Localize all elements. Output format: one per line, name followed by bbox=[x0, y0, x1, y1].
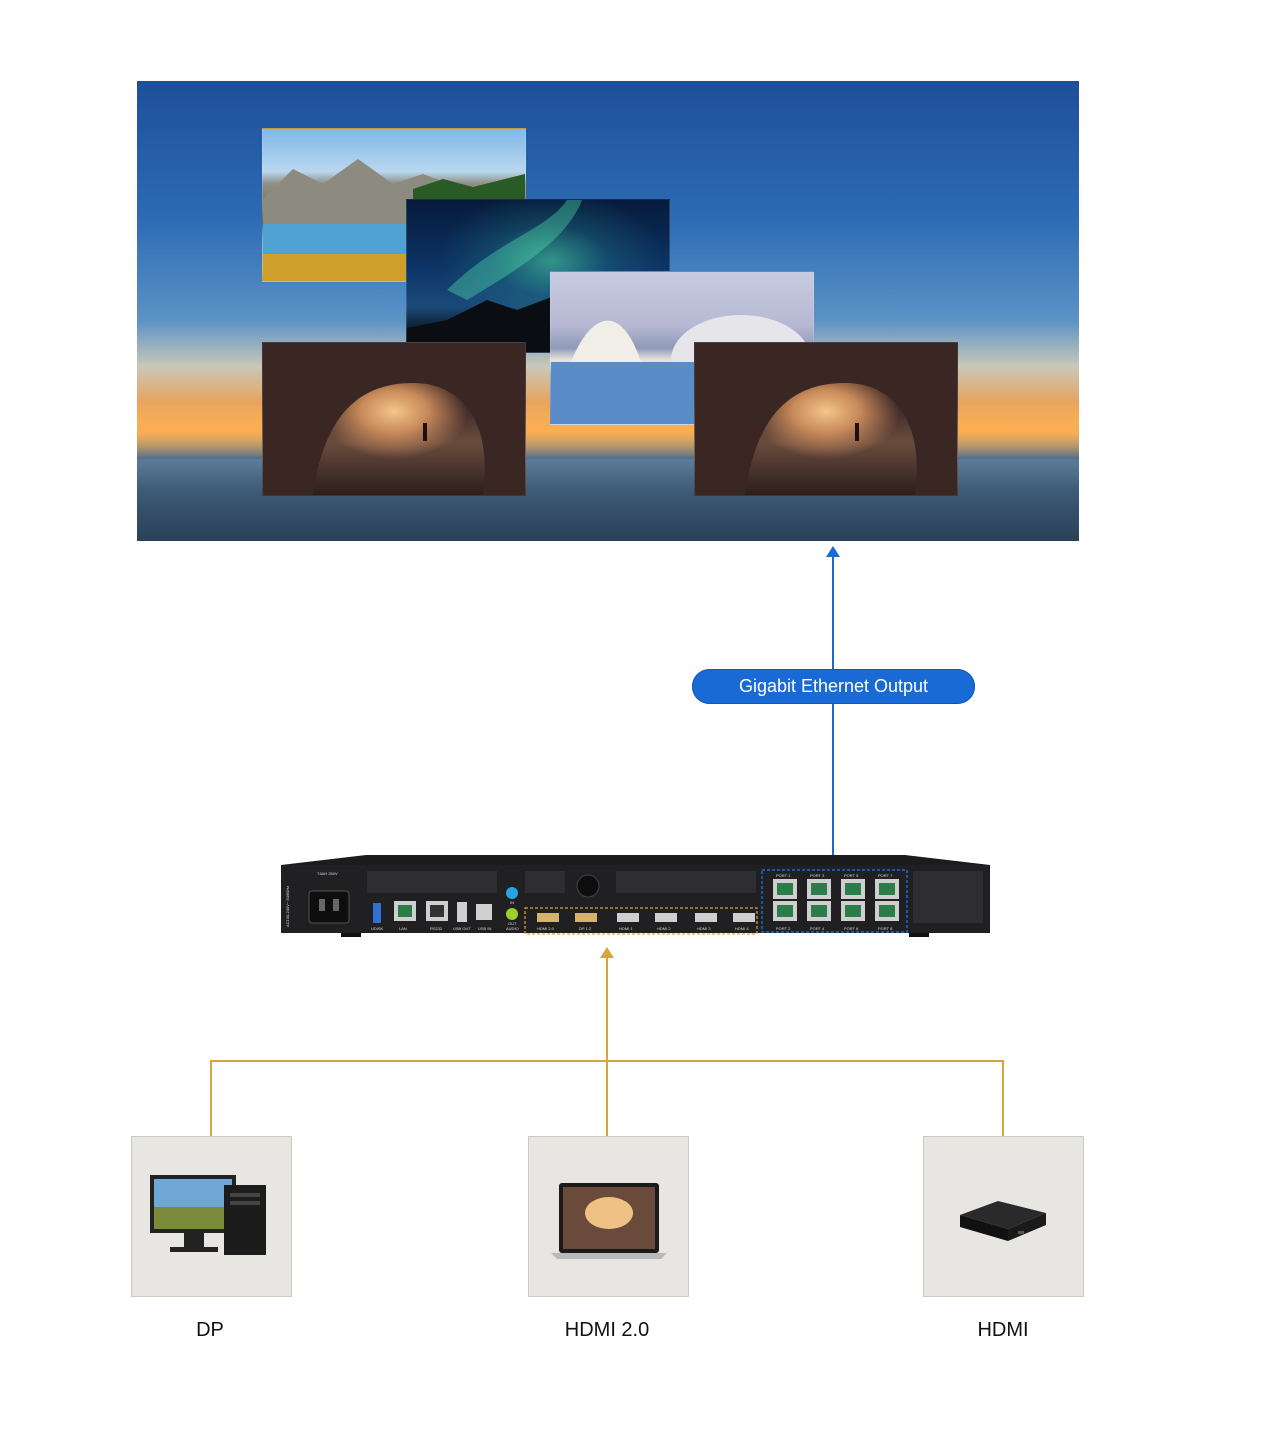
source-label-hdmi20: HDMI 2.0 bbox=[564, 1319, 650, 1341]
laptop-icon bbox=[551, 1183, 667, 1259]
port-3-label: PORT 3 bbox=[810, 873, 825, 878]
source-label-dp: DP bbox=[196, 1319, 224, 1341]
source-dp-box bbox=[131, 1136, 292, 1297]
input-hdmi4-label: HDMI 4 bbox=[735, 926, 749, 931]
port-5-label: PORT 5 bbox=[844, 873, 859, 878]
window-rock-arch-right bbox=[694, 342, 958, 496]
input-hdmi1-label: HDMI 1 bbox=[619, 926, 633, 931]
input-hdmi2-label: HDMI 2 bbox=[657, 926, 671, 931]
port-6-label: PORT 6 bbox=[844, 926, 859, 931]
input-hdmi20-label: HDMI 2.0 bbox=[537, 926, 555, 931]
voltage-label: AC100-240V~ 50/60Hz bbox=[285, 886, 290, 927]
usb-out-label: USB OUT bbox=[453, 926, 471, 931]
audio-out-label: OUT bbox=[508, 921, 517, 926]
input-dp12-label: DP 1.2 bbox=[579, 926, 592, 931]
audio-in-label: IN bbox=[510, 900, 514, 905]
input-branch-dp bbox=[210, 1060, 212, 1136]
input-arrow-icon bbox=[600, 947, 614, 958]
port-8-label: PORT 8 bbox=[878, 926, 893, 931]
rock-arch-graphic bbox=[263, 343, 525, 495]
usb-in-label: USB IN bbox=[478, 926, 491, 931]
controller-body: T4AH 250V AC100-240V~ 50/60Hz UDISK LAN … bbox=[281, 855, 990, 937]
media-box-icon bbox=[960, 1201, 1046, 1241]
source-label-hdmi: HDMI bbox=[977, 1319, 1029, 1341]
port-2-label: PORT 2 bbox=[776, 926, 791, 931]
input-hdmi3-label: HDMI 3 bbox=[697, 926, 711, 931]
port-7-label: PORT 7 bbox=[878, 873, 893, 878]
port-1-label: PORT 1 bbox=[776, 873, 791, 878]
rs232-label: RS232 bbox=[430, 926, 443, 931]
udisk-label: UDISK bbox=[371, 926, 384, 931]
input-connector-line bbox=[606, 956, 608, 1136]
audio-label: AUDIO bbox=[506, 926, 519, 931]
led-controller-rear-panel: T4AH 250V AC100-240V~ 50/60Hz UDISK LAN … bbox=[281, 855, 990, 937]
output-connector-line bbox=[832, 556, 834, 872]
lan-label: LAN bbox=[399, 926, 407, 931]
desktop-computer-icon bbox=[150, 1175, 266, 1255]
output-label-pill: Gigabit Ethernet Output bbox=[692, 669, 975, 704]
power-rating-label: T4AH 250V bbox=[317, 871, 338, 876]
source-hdmi-box bbox=[923, 1136, 1084, 1297]
input-bus-line bbox=[210, 1060, 1004, 1062]
source-hdmi20-box bbox=[528, 1136, 689, 1297]
window-rock-arch-left bbox=[262, 342, 526, 496]
input-branch-hdmi bbox=[1002, 1060, 1004, 1136]
rock-arch-graphic bbox=[695, 343, 957, 495]
port-4-label: PORT 4 bbox=[810, 926, 825, 931]
output-arrow-icon bbox=[826, 546, 840, 557]
